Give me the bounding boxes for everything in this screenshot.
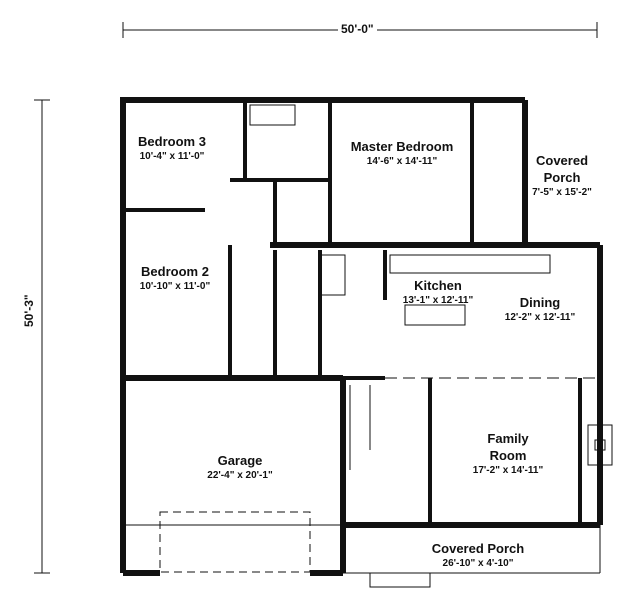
fixtures (123, 104, 613, 588)
room-name: Bedroom 3 (138, 134, 206, 149)
room-dining: Dining 12'-2" x 12'-11" (505, 294, 575, 324)
room-master-bedroom: Master Bedroom 14'-6" x 14'-11" (351, 138, 454, 168)
room-kitchen: Kitchen 13'-1" x 12'-11" (403, 277, 473, 307)
overall-width-dimension: 50'-0" (338, 22, 377, 36)
room-size: 14'-6" x 14'-11" (366, 156, 438, 167)
room-size: 26'-10" x 4'-10" (442, 558, 514, 569)
room-size: 10'-10" x 11'-0" (139, 281, 211, 292)
room-name: Kitchen (414, 278, 462, 293)
interior-walls (123, 100, 582, 525)
room-bedroom-2: Bedroom 2 10'-10" x 11'-0" (140, 263, 210, 293)
room-covered-porch-front: Covered Porch 26'-10" x 4'-10" (432, 540, 524, 570)
exterior-walls (120, 97, 603, 576)
room-size: 13'-1" x 12'-11" (402, 295, 474, 306)
room-garage: Garage 22'-4" x 20'-1" (207, 452, 272, 482)
room-bedroom-3: Bedroom 3 10'-4" x 11'-0" (138, 133, 206, 163)
room-size: 22'-4" x 20'-1" (207, 470, 273, 481)
room-name: Garage (217, 453, 263, 468)
room-name: Covered Porch (431, 541, 525, 556)
room-size: 17'-2" x 14'-11" (472, 465, 544, 476)
room-size: 10'-4" x 11'-0" (139, 151, 205, 162)
room-size: 12'-2" x 12'-11" (504, 312, 576, 323)
room-size: 7'-5" x 15'-2" (532, 187, 592, 198)
room-name: Master Bedroom (350, 139, 454, 154)
room-family-room: Family Room 17'-2" x 14'-11" (473, 430, 543, 477)
room-name: Dining (519, 295, 561, 310)
room-name: Family Room (487, 431, 529, 463)
room-covered-porch-side: Covered Porch 7'-5" x 15'-2" (532, 152, 592, 199)
room-name: Covered Porch (535, 153, 589, 185)
overall-depth-dimension: 50'-3" (22, 291, 36, 330)
room-name: Bedroom 2 (141, 264, 209, 279)
